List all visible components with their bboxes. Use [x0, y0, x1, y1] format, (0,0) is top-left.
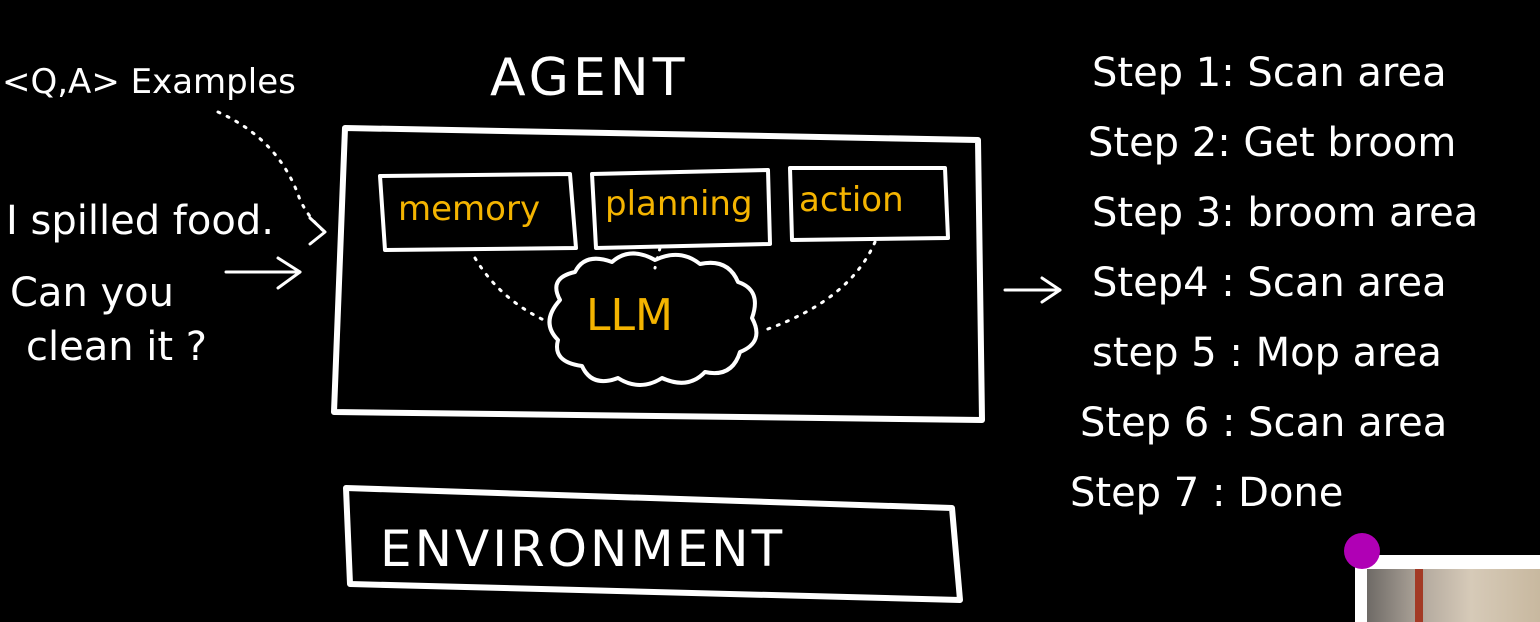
step-2: Step 2: Get broom	[1088, 120, 1457, 166]
webcam-door-detail	[1415, 569, 1423, 622]
prompt-line-3: clean it ?	[26, 324, 208, 370]
prompt-line-1: I spilled food.	[6, 198, 274, 244]
step-6: Step 6 : Scan area	[1080, 400, 1448, 446]
planning-box	[590, 168, 772, 250]
steps-list: Step 1: Scan area Step 2: Get broom Step…	[1070, 50, 1540, 530]
llm-label: LLM	[586, 290, 673, 341]
step-7: Step 7 : Done	[1070, 470, 1344, 516]
step-4: Step4 : Scan area	[1092, 260, 1447, 306]
step-3: Step 3: broom area	[1092, 190, 1479, 236]
webcam-image	[1367, 569, 1540, 622]
prompt-line-2: Can you	[10, 270, 175, 316]
module-boxes	[378, 166, 950, 252]
pointer-dot	[1344, 533, 1380, 569]
dotted-connectors	[216, 110, 877, 332]
examples-label: <Q,A> Examples	[2, 62, 296, 102]
memory-box	[378, 172, 578, 252]
examples-arrowhead	[308, 216, 327, 246]
input-arrow	[224, 256, 302, 290]
llm-cloud	[547, 251, 759, 387]
agent-title: AGENT	[490, 48, 689, 108]
module-action: action	[799, 180, 904, 220]
step-5: step 5 : Mop area	[1092, 330, 1442, 376]
webcam-thumbnail	[1355, 555, 1540, 622]
module-planning: planning	[605, 184, 753, 224]
environment-label: ENVIRONMENT	[380, 520, 786, 578]
module-memory: memory	[398, 189, 541, 229]
output-arrow	[1003, 276, 1062, 304]
environment-box	[343, 485, 963, 603]
action-box	[788, 166, 950, 242]
agent-box	[331, 125, 985, 423]
step-1: Step 1: Scan area	[1092, 50, 1447, 96]
